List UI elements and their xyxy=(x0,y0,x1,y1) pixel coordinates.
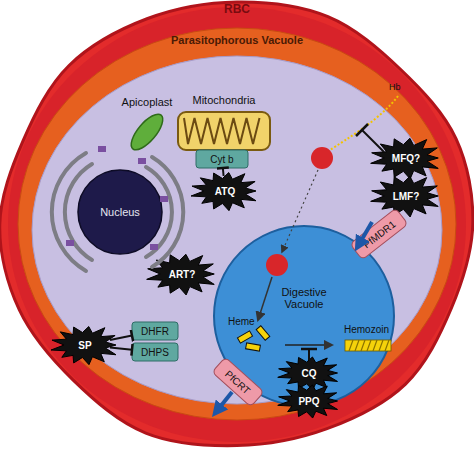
transport-arrow xyxy=(358,222,372,246)
hemoglobin-uptake xyxy=(330,96,398,150)
protein-shape xyxy=(196,150,248,168)
ribosome xyxy=(160,196,168,202)
cell-shading xyxy=(8,7,466,442)
nucleus-body xyxy=(78,170,162,254)
node-text: RBC xyxy=(224,3,250,16)
node-text: Mitochondria xyxy=(193,94,256,106)
inhibition-connector xyxy=(110,348,132,350)
nucleus: Nucleus xyxy=(78,170,162,254)
hemoglobin-vesicle xyxy=(311,147,333,169)
vesicle-path xyxy=(282,170,318,252)
ribosomes xyxy=(66,146,168,250)
drug-burst: PPQ xyxy=(286,388,332,414)
ribosome xyxy=(150,244,158,250)
node-text: Nucleus xyxy=(100,206,140,218)
heme-crystals xyxy=(237,326,269,351)
mitochondrion: Mitochondria xyxy=(174,92,274,154)
node-text: LMF? xyxy=(393,191,420,202)
node-text: Cyt b xyxy=(210,154,233,165)
hemozoin-stripes xyxy=(349,340,389,351)
digestion-arrow xyxy=(258,277,272,320)
enzyme-box: DHPS xyxy=(132,343,178,361)
node-text: Parasitophorous Vacuole xyxy=(171,34,303,46)
burst-shape xyxy=(51,327,116,365)
drug-burst: MFQ? xyxy=(380,142,432,174)
ribosome xyxy=(138,158,146,164)
endoplasmic-reticulum xyxy=(52,153,183,271)
er-membrane xyxy=(152,157,183,267)
enzyme-box: DHFR xyxy=(132,322,178,340)
drug-burst: CQ xyxy=(286,360,332,386)
node-text: PPQ xyxy=(298,396,319,407)
vacuole-band xyxy=(18,28,456,420)
node-text: MFQ? xyxy=(392,153,420,164)
ribosome xyxy=(98,146,106,152)
node-text: DHPS xyxy=(141,347,169,358)
structure-label: Hemozoin xyxy=(344,324,389,335)
node-text: SP xyxy=(78,340,91,351)
burst-shape xyxy=(371,138,439,179)
node-text: Digestive Vacuole xyxy=(264,286,344,310)
burst-shape xyxy=(147,254,215,295)
inhibition-bar xyxy=(301,348,317,351)
burst-shape xyxy=(371,176,439,217)
transporter-shape xyxy=(212,357,264,407)
inhibition-line xyxy=(308,349,310,360)
node-text: CQ xyxy=(302,368,317,379)
heme-rod xyxy=(256,326,270,341)
burst-shape xyxy=(191,173,256,211)
inhibition-bar xyxy=(356,124,368,136)
apicoplast-body xyxy=(126,109,168,154)
burst-shape xyxy=(278,385,338,418)
protein-box: Cyt b xyxy=(196,150,248,168)
transporter-shape xyxy=(350,208,408,259)
er-membrane xyxy=(146,167,172,257)
node-text: DHFR xyxy=(141,326,169,337)
drug-burst: ART? xyxy=(156,258,208,290)
er-membrane xyxy=(65,164,92,260)
node-text: Apicoplast xyxy=(122,96,173,108)
protein-shape xyxy=(132,322,178,340)
molecule-label: Hb xyxy=(389,82,401,92)
hemozoin-bar xyxy=(345,340,391,351)
heme-rod xyxy=(237,331,252,343)
hemozoin-crystal xyxy=(345,340,391,351)
inhibition-connector xyxy=(222,168,225,176)
burst-shape xyxy=(278,357,338,390)
transport-arrow xyxy=(216,392,232,412)
heme-rod xyxy=(246,343,261,351)
apicoplast: Apicoplast xyxy=(112,94,182,154)
protein-shape xyxy=(132,343,178,361)
drug-burst: LMF? xyxy=(380,180,432,212)
inhibition-line xyxy=(362,130,384,152)
cristae xyxy=(184,118,260,144)
inhibition-connector xyxy=(110,336,132,340)
mitochondrion-body xyxy=(178,112,270,150)
er-membrane xyxy=(52,153,86,271)
structure-label: Heme xyxy=(228,316,255,327)
drug-burst: ATQ xyxy=(200,176,250,206)
hemoglobin-vesicle xyxy=(266,254,288,276)
node-text: ATQ xyxy=(215,186,235,197)
ribosome xyxy=(66,240,74,246)
conversion-arrow xyxy=(285,344,332,346)
drug-burst: SP xyxy=(60,330,110,360)
node-text: ART? xyxy=(169,269,196,280)
